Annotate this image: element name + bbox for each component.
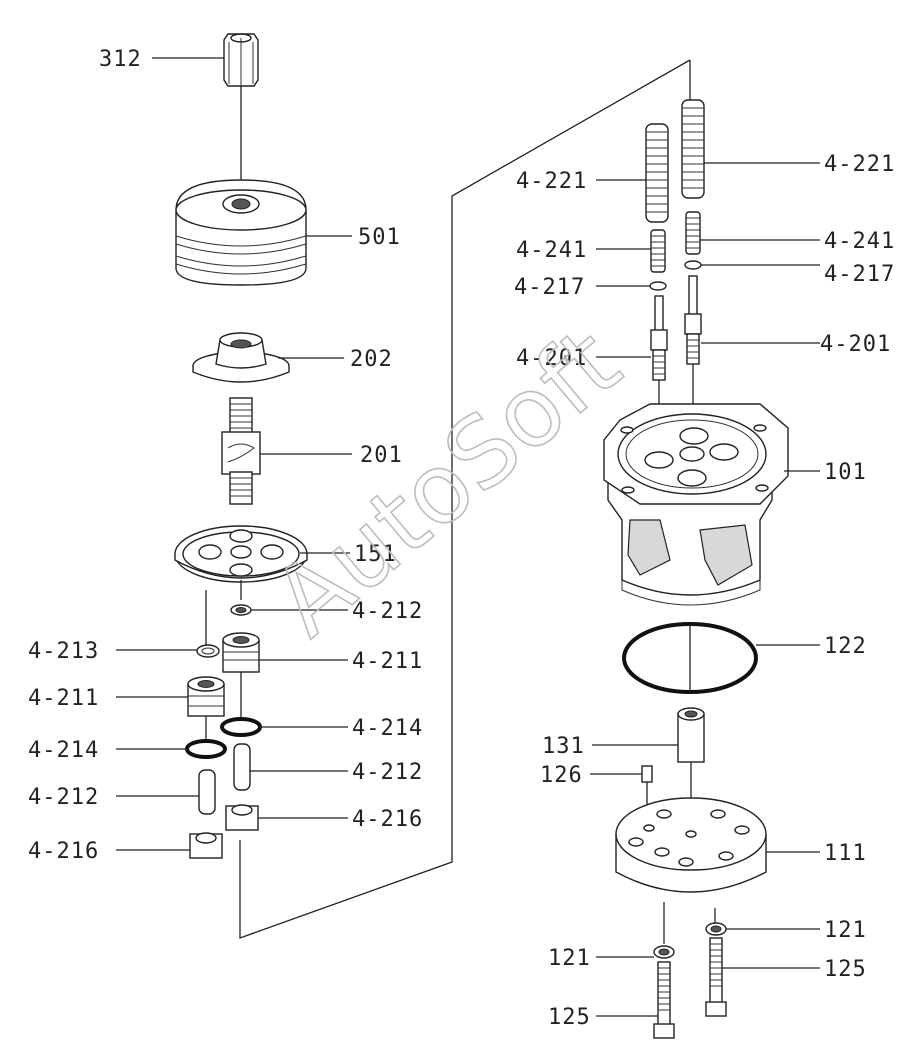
label-4-212-upper: 4-212: [352, 599, 423, 624]
label-4-214-right: 4-214: [352, 716, 423, 741]
part-126-pin: [641, 765, 653, 783]
part-111-base-plate: [615, 797, 767, 893]
label-4-211-right: 4-211: [352, 649, 423, 674]
label-201: 201: [360, 443, 403, 468]
part-4-211-right-valve: [222, 632, 260, 673]
label-4-201-right: 4-201: [820, 332, 891, 357]
label-4-241-left: 4-241: [516, 238, 587, 263]
label-125-left: 125: [548, 1005, 591, 1030]
part-125-left-bolt: [653, 961, 675, 1039]
label-121-left: 121: [548, 946, 591, 971]
label-131: 131: [542, 734, 585, 759]
part-4-213-washer: [196, 644, 220, 658]
part-201-rod: [221, 397, 261, 505]
part-125-right-bolt: [705, 937, 727, 1017]
part-4-221-right-spring: [681, 99, 705, 199]
label-202: 202: [350, 347, 393, 372]
part-202-spring-seat: [192, 332, 290, 383]
part-121-right-washer: [705, 922, 727, 936]
label-4-217-right: 4-217: [824, 262, 895, 287]
label-111: 111: [824, 841, 867, 866]
label-4-201-left: 4-201: [516, 346, 587, 371]
leader-lines: [116, 57, 820, 1017]
label-4-212-right: 4-212: [352, 760, 423, 785]
label-4-241-right: 4-241: [824, 229, 895, 254]
part-4-216-left-nut: [189, 832, 223, 859]
part-4-241-left-spring: [650, 229, 666, 273]
part-labels: 312 501 202 201 151 4-212 4-213 4-211 4-…: [28, 47, 895, 1030]
part-4-201-left-spool: [650, 295, 668, 381]
label-101: 101: [824, 460, 867, 485]
part-101-valve-body: [603, 403, 789, 606]
part-151-plate: [174, 525, 308, 583]
part-4-214-right-oring: [220, 717, 262, 737]
label-4-221-left: 4-221: [516, 169, 587, 194]
label-121-right: 121: [824, 918, 867, 943]
label-4-214-left: 4-214: [28, 738, 99, 763]
label-122: 122: [824, 634, 867, 659]
watermark: AutoSoft: [253, 307, 641, 658]
label-4-217-left: 4-217: [514, 275, 585, 300]
label-125-right: 125: [824, 957, 867, 982]
label-312: 312: [99, 47, 142, 72]
part-4-212-right-pin: [233, 743, 251, 791]
part-4-201-right-spool: [684, 275, 702, 365]
part-4-211-left-valve: [187, 676, 225, 717]
part-312-hex-nut: [223, 33, 259, 87]
part-131-sleeve: [677, 707, 705, 763]
part-4-212-upper-washer: [230, 604, 252, 616]
part-4-221-left-spring: [645, 123, 669, 223]
part-501-cap: [175, 179, 307, 286]
part-4-217-left-washer: [649, 281, 667, 291]
part-4-217-right-washer: [684, 260, 702, 270]
label-501: 501: [358, 225, 401, 250]
label-4-216-right: 4-216: [352, 807, 423, 832]
part-121-left-washer: [653, 945, 675, 959]
label-4-211-left: 4-211: [28, 686, 99, 711]
label-4-213: 4-213: [28, 639, 99, 664]
part-4-216-right-nut: [225, 804, 259, 831]
label-4-212-left: 4-212: [28, 785, 99, 810]
assembly-divider-line: [239, 59, 691, 939]
label-151: 151: [354, 542, 397, 567]
label-4-221-right: 4-221: [824, 152, 895, 177]
label-126: 126: [540, 763, 583, 788]
part-4-241-right-spring: [685, 211, 701, 255]
label-4-216-left: 4-216: [28, 839, 99, 864]
part-4-212-left-pin: [198, 769, 216, 815]
part-4-214-left-oring: [185, 739, 227, 759]
